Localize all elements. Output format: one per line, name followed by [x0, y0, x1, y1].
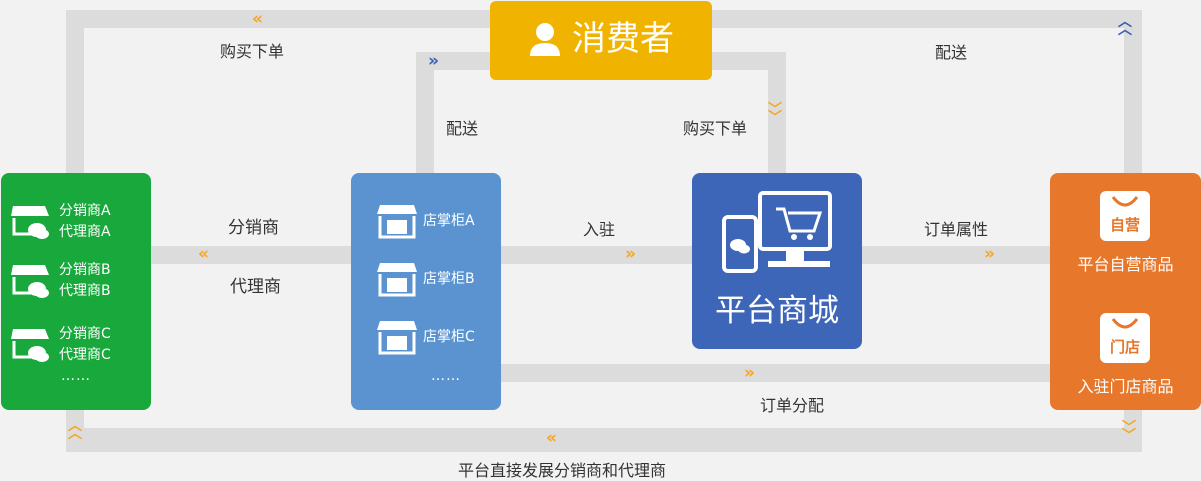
chevron-left-icon: « [252, 9, 263, 29]
distributor-name: 分销商B [59, 262, 111, 278]
shop-chat-icon [11, 265, 49, 298]
mid-right-bar [861, 246, 1051, 264]
shop-chat-icon [11, 206, 49, 239]
flow-label-order-attr: 订单属性 [924, 220, 989, 239]
flow-label-distributor: 分销商 [228, 218, 279, 238]
self-operated-badge: 自营 [1100, 191, 1150, 241]
store-counter-row: 店掌柜C [377, 319, 475, 355]
distributor-name: 分销商C [59, 326, 111, 342]
user-icon [530, 23, 560, 56]
chevron-right-icon: » [625, 244, 636, 264]
agent-name: 代理商B [59, 283, 111, 299]
agent-name: 代理商C [59, 347, 111, 363]
store-counter-name: 店掌柜C [423, 328, 475, 345]
chevron-right-icon: » [744, 363, 755, 383]
store-counter-row: 店掌柜A [377, 203, 475, 239]
consumer-title: 消费者 [572, 19, 674, 59]
flow-label-order-allocate: 订单分配 [760, 396, 825, 415]
self-operated-label: 平台自营商品 [1077, 255, 1174, 274]
bag-handle-icon [1111, 196, 1139, 207]
left-outer-vertical [66, 10, 84, 174]
bottom-left-vertical [66, 408, 84, 452]
shop-chat-icon [11, 329, 49, 362]
more-ellipsis: …… [61, 368, 91, 384]
chevron-left-icon: « [198, 244, 209, 264]
mid-center-bar [500, 246, 693, 264]
flow-label-settle-in: 入驻 [583, 220, 616, 239]
platform-mall-title: 平台商城 [715, 293, 839, 329]
storefront-icon [377, 205, 417, 239]
flow-label-buy-order: 购买下单 [683, 119, 748, 138]
distributor-row: 分销商B 代理商B [11, 260, 111, 302]
distributor-row: 分销商A 代理商A [11, 201, 111, 243]
store-products-label: 入驻门店商品 [1077, 377, 1174, 396]
product-box: 自营 平台自营商品 门店 入驻门店商品 [1050, 173, 1201, 410]
chevron-right-icon: » [428, 51, 439, 71]
chevron-up-icon: ︿︿ [1118, 14, 1132, 38]
distributor-box: 分销商A 代理商A 分销商B 代理商B 分销商C 代理商C …… [1, 173, 151, 410]
store-counter-box: 店掌柜A 店掌柜B 店掌柜C …… [351, 173, 501, 410]
more-ellipsis: …… [431, 368, 461, 384]
chevron-left-icon: « [546, 428, 557, 448]
storefront-icon [377, 263, 417, 297]
inner-left-vertical [416, 52, 434, 174]
inner-right-vertical [768, 52, 786, 174]
storefront-icon [377, 321, 417, 355]
distributor-row: 分销商C 代理商C [11, 324, 111, 366]
agent-name: 代理商A [59, 224, 111, 240]
flow-label-delivery: 配送 [935, 43, 968, 62]
platform-mall-box: 平台商城 [692, 173, 862, 349]
chevron-up-icon: ︿︿ [68, 418, 82, 442]
flow-label-delivery: 配送 [446, 119, 479, 138]
bottom-right-vertical [1124, 408, 1142, 452]
store-counter-name: 店掌柜B [423, 270, 475, 287]
store-badge: 门店 [1100, 313, 1150, 363]
bottom-bar [66, 428, 1142, 452]
distributor-name: 分销商A [59, 203, 111, 219]
mid-left-bar [150, 246, 352, 264]
self-operated-badge-text: 自营 [1109, 216, 1140, 234]
store-badge-text: 门店 [1109, 338, 1140, 356]
store-counter-name: 店掌柜A [423, 212, 475, 229]
chevron-down-icon: ﹀﹀ [768, 102, 782, 126]
chevron-down-icon: ﹀﹀ [1122, 420, 1136, 444]
flow-label-agent: 代理商 [230, 277, 281, 297]
order-allocate-bar [500, 364, 1051, 382]
bag-handle-icon [1111, 318, 1139, 329]
flow-label-platform-develop: 平台直接发展分销商和代理商 [458, 461, 667, 480]
devices-cart-icon [722, 191, 832, 273]
chevron-right-icon: » [984, 244, 995, 264]
flow-label-buy-order: 购买下单 [220, 42, 285, 61]
store-counter-row: 店掌柜B [377, 261, 475, 297]
consumer-box: 消费者 [490, 1, 712, 80]
right-outer-vertical [1124, 10, 1142, 174]
